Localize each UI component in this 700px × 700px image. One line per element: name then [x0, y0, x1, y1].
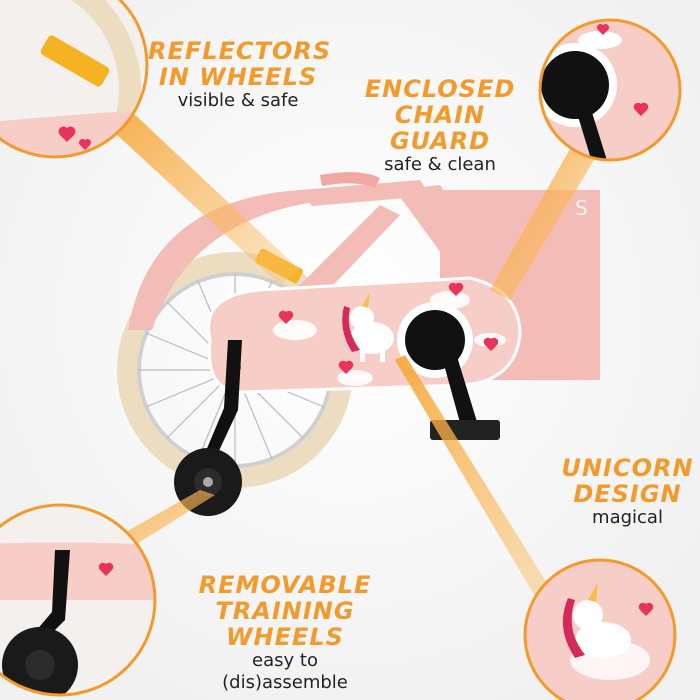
callout-chain-guard-title-2: CHAIN GUARD: [389, 101, 491, 155]
unicorn-graphic: [342, 292, 394, 362]
callout-reflectors-subtitle: visible & safe: [177, 90, 299, 111]
zoom-unicorn: [523, 558, 677, 700]
callout-unicorn-title-2: DESIGN: [573, 480, 682, 508]
callout-unicorn: UNICORN DESIGN magical: [555, 455, 700, 529]
svg-text:S: S: [575, 196, 588, 220]
chain-guard: [207, 276, 522, 394]
callout-reflectors-title-1: REFLECTORS: [148, 37, 332, 65]
callout-training-wheels: REMOVABLE TRAINING WHEELS easy to (dis)a…: [160, 572, 410, 694]
callout-training-wheels-subtitle-1: easy to: [252, 650, 318, 671]
callout-reflectors: REFLECTORS IN WHEELS visible & safe: [148, 37, 332, 112]
callout-chain-guard-title-1: ENCLOSED: [364, 75, 516, 103]
callout-training-wheels-subtitle-2: (dis)assemble: [222, 672, 348, 693]
callout-unicorn-title-1: UNICORN: [561, 454, 694, 482]
callout-chain-guard: ENCLOSED CHAIN GUARD safe & clean: [345, 76, 535, 176]
callout-training-wheels-title-1: REMOVABLE: [198, 571, 372, 599]
zoom-chain-guard: [538, 18, 682, 162]
pointer-beams: [85, 110, 600, 630]
callout-training-wheels-title-2: TRAINING WHEELS: [215, 597, 355, 651]
callout-unicorn-subtitle: magical: [592, 507, 663, 528]
zoom-training-wheel: [0, 503, 157, 697]
callout-chain-guard-subtitle: safe & clean: [384, 154, 496, 175]
callout-reflectors-title-2: IN WHEELS: [158, 63, 318, 91]
